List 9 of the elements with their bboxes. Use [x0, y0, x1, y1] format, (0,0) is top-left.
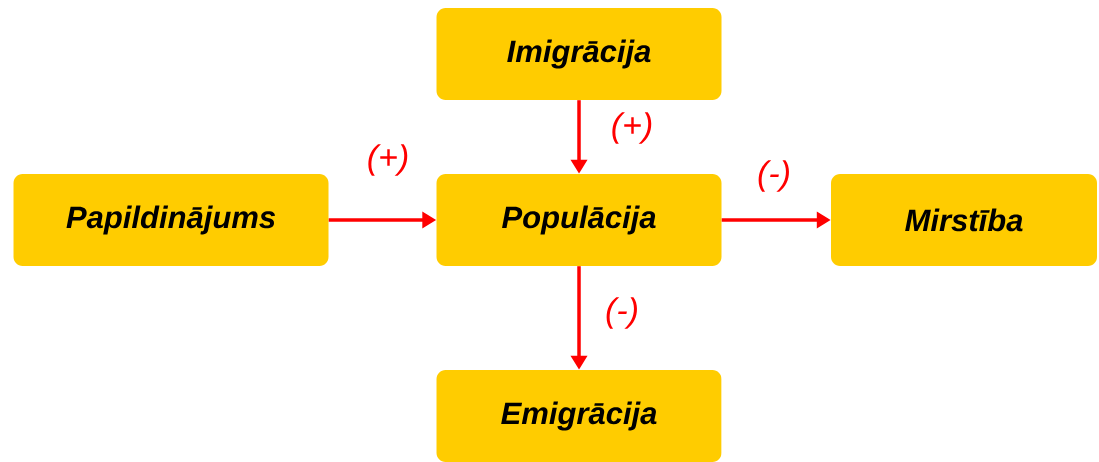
edge-label: (-)	[604, 296, 640, 330]
process-box: Populācija	[436, 174, 722, 266]
edge-label: (+)	[365, 143, 411, 177]
process-box: Mirstība	[831, 174, 1097, 266]
edge-label: (-)	[756, 159, 792, 193]
process-box: Emigrācija	[436, 370, 722, 462]
process-box: Papildinājums	[13, 174, 329, 266]
edge-label: (+)	[609, 111, 655, 145]
process-box: Imigrācija	[436, 8, 722, 100]
